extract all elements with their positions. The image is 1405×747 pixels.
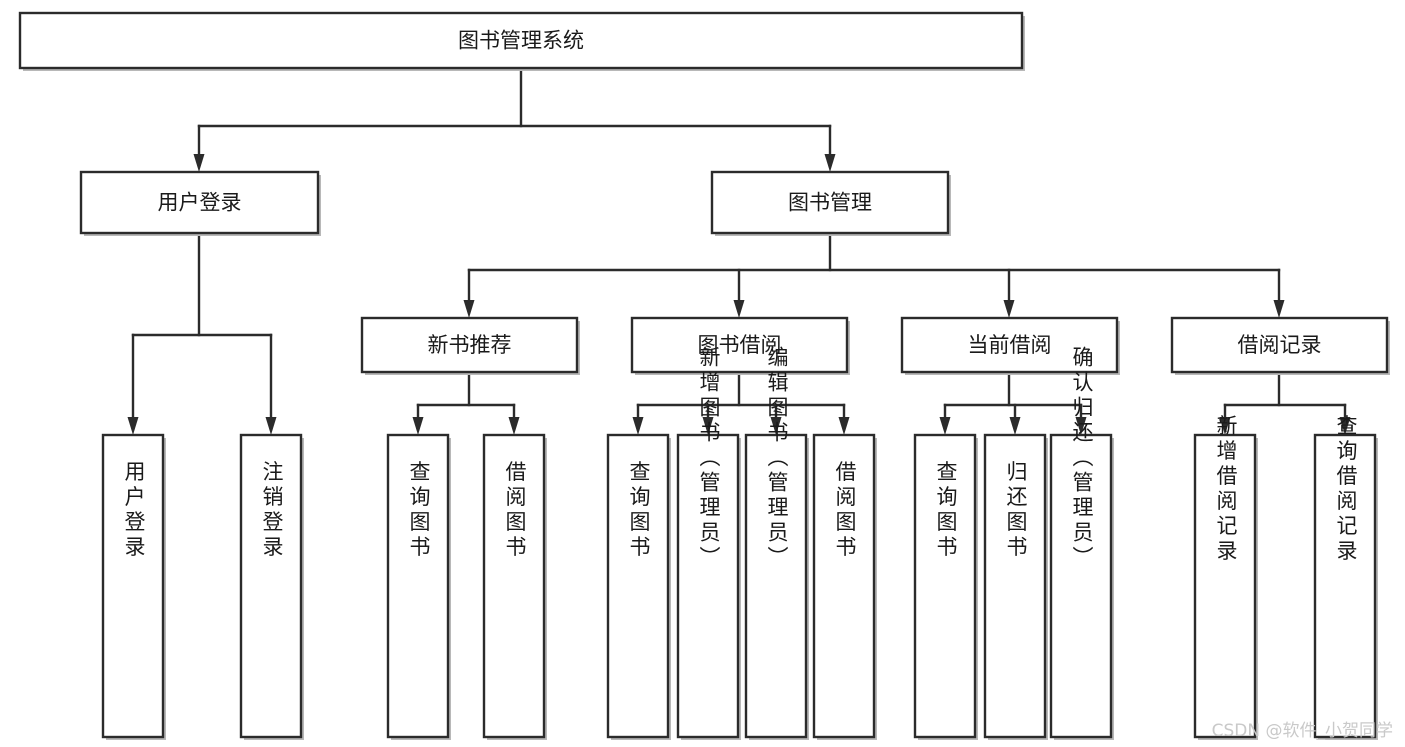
node-leaf-10[interactable]: 确认归还（管理员） bbox=[1049, 346, 1114, 740]
node-leaf-7-rect[interactable] bbox=[812, 433, 876, 739]
node-root-label: 图书管理系统 bbox=[458, 29, 584, 53]
node-leaf-1-label: 注销登录 bbox=[260, 460, 284, 560]
node-leaf-9-label: 归还图书 bbox=[1004, 460, 1028, 560]
node-level3-1-label: 图书借阅 bbox=[698, 333, 782, 357]
node-leaf-2[interactable]: 查询图书 bbox=[386, 433, 451, 740]
manage-to-level3-1-arrowhead bbox=[733, 300, 745, 318]
node-leaf-12[interactable]: 查询借阅记录 bbox=[1313, 415, 1378, 740]
node-level3-1[interactable]: 图书借阅 bbox=[630, 316, 850, 375]
node-leaf-0[interactable]: 用户登录 bbox=[101, 433, 166, 740]
node-leaf-3[interactable]: 借阅图书 bbox=[482, 433, 547, 740]
node-leaf-11-label: 新增借阅记录 bbox=[1214, 415, 1238, 565]
group-0-to-leaf-0-arrowhead bbox=[412, 417, 424, 435]
node-level3-2[interactable]: 当前借阅 bbox=[900, 316, 1120, 375]
node-leaf-11-rect[interactable] bbox=[1193, 433, 1257, 739]
node-leaf-12-rect[interactable] bbox=[1313, 433, 1377, 739]
node-leaf-7-label: 借阅图书 bbox=[833, 460, 857, 560]
node-level2-0[interactable]: 用户登录 bbox=[79, 170, 321, 236]
node-leaf-8-rect[interactable] bbox=[913, 433, 977, 739]
group-1-to-leaf-3-arrowhead bbox=[838, 417, 850, 435]
node-leaf-5-label: 新增图书（管理员） bbox=[697, 346, 721, 571]
node-leaf-10-rect[interactable] bbox=[1049, 433, 1113, 739]
node-leaf-1[interactable]: 注销登录 bbox=[239, 433, 304, 740]
node-level3-3-rect[interactable] bbox=[1170, 316, 1389, 374]
group-0-to-leaf-1-arrowhead bbox=[508, 417, 520, 435]
node-level2-1[interactable]: 图书管理 bbox=[710, 170, 951, 236]
manage-to-level3-3-arrowhead bbox=[1273, 300, 1285, 318]
node-leaf-6-label: 编辑图书（管理员） bbox=[765, 346, 789, 571]
node-leaf-0-rect[interactable] bbox=[101, 433, 165, 739]
node-level3-2-label: 当前借阅 bbox=[968, 333, 1052, 357]
node-leaf-9[interactable]: 归还图书 bbox=[983, 433, 1048, 740]
node-leaf-6-rect[interactable] bbox=[744, 433, 808, 739]
node-leaf-8-label: 查询图书 bbox=[934, 460, 958, 560]
node-level3-0-rect[interactable] bbox=[360, 316, 579, 374]
node-leaf-10-label: 确认归还（管理员） bbox=[1070, 346, 1094, 571]
node-leaf-4-label: 查询图书 bbox=[627, 460, 651, 560]
node-level3-3[interactable]: 借阅记录 bbox=[1170, 316, 1390, 375]
login-to-leaf-0-arrowhead bbox=[127, 417, 139, 435]
node-leaf-0-label: 用户登录 bbox=[122, 460, 146, 560]
group-3-to-leaf-0-arrowhead bbox=[1219, 417, 1231, 435]
node-root[interactable]: 图书管理系统 bbox=[18, 11, 1025, 71]
node-leaf-2-label: 查询图书 bbox=[407, 460, 431, 560]
node-root-rect[interactable] bbox=[18, 11, 1024, 70]
root-to-level2-1-arrowhead bbox=[824, 154, 836, 172]
node-level3-2-rect[interactable] bbox=[900, 316, 1119, 374]
connector-lines bbox=[127, 66, 1351, 435]
node-leaf-4[interactable]: 查询图书 bbox=[606, 433, 671, 740]
group-2-to-leaf-0-arrowhead bbox=[939, 417, 951, 435]
node-leaf-6[interactable]: 编辑图书（管理员） bbox=[744, 346, 809, 740]
node-level3-3-label: 借阅记录 bbox=[1238, 333, 1322, 357]
node-leaf-9-rect[interactable] bbox=[983, 433, 1047, 739]
group-1-to-leaf-2-arrowhead bbox=[770, 417, 782, 435]
node-leaf-8[interactable]: 查询图书 bbox=[913, 433, 978, 740]
node-leaf-5[interactable]: 新增图书（管理员） bbox=[676, 346, 741, 740]
node-level2-1-rect[interactable] bbox=[710, 170, 950, 235]
node-level2-0-label: 用户登录 bbox=[158, 191, 242, 215]
node-level2-0-rect[interactable] bbox=[79, 170, 320, 235]
node-boxes: 图书管理系统用户登录图书管理新书推荐图书借阅当前借阅借阅记录用户登录注销登录查询… bbox=[18, 11, 1390, 740]
group-2-to-leaf-2-arrowhead bbox=[1075, 417, 1087, 435]
node-level2-1-label: 图书管理 bbox=[788, 191, 872, 215]
node-level3-0-label: 新书推荐 bbox=[428, 333, 512, 357]
group-2-to-leaf-1-arrowhead bbox=[1009, 417, 1021, 435]
manage-to-level3-0-arrowhead bbox=[463, 300, 475, 318]
node-leaf-11[interactable]: 新增借阅记录 bbox=[1193, 415, 1258, 740]
node-leaf-3-rect[interactable] bbox=[482, 433, 546, 739]
node-leaf-3-label: 借阅图书 bbox=[503, 460, 527, 560]
node-leaf-1-rect[interactable] bbox=[239, 433, 303, 739]
node-leaf-7[interactable]: 借阅图书 bbox=[812, 433, 877, 740]
login-to-leaf-1-arrowhead bbox=[265, 417, 277, 435]
root-to-level2-0-arrowhead bbox=[193, 154, 205, 172]
node-leaf-12-label: 查询借阅记录 bbox=[1334, 415, 1358, 565]
node-level3-0[interactable]: 新书推荐 bbox=[360, 316, 580, 375]
manage-to-level3-2-arrowhead bbox=[1003, 300, 1015, 318]
node-leaf-5-rect[interactable] bbox=[676, 433, 740, 739]
group-3-to-leaf-1-arrowhead bbox=[1339, 417, 1351, 435]
group-1-to-leaf-1-arrowhead bbox=[702, 417, 714, 435]
node-leaf-2-rect[interactable] bbox=[386, 433, 450, 739]
node-level3-1-rect[interactable] bbox=[630, 316, 849, 374]
node-leaf-4-rect[interactable] bbox=[606, 433, 670, 739]
group-1-to-leaf-0-arrowhead bbox=[632, 417, 644, 435]
